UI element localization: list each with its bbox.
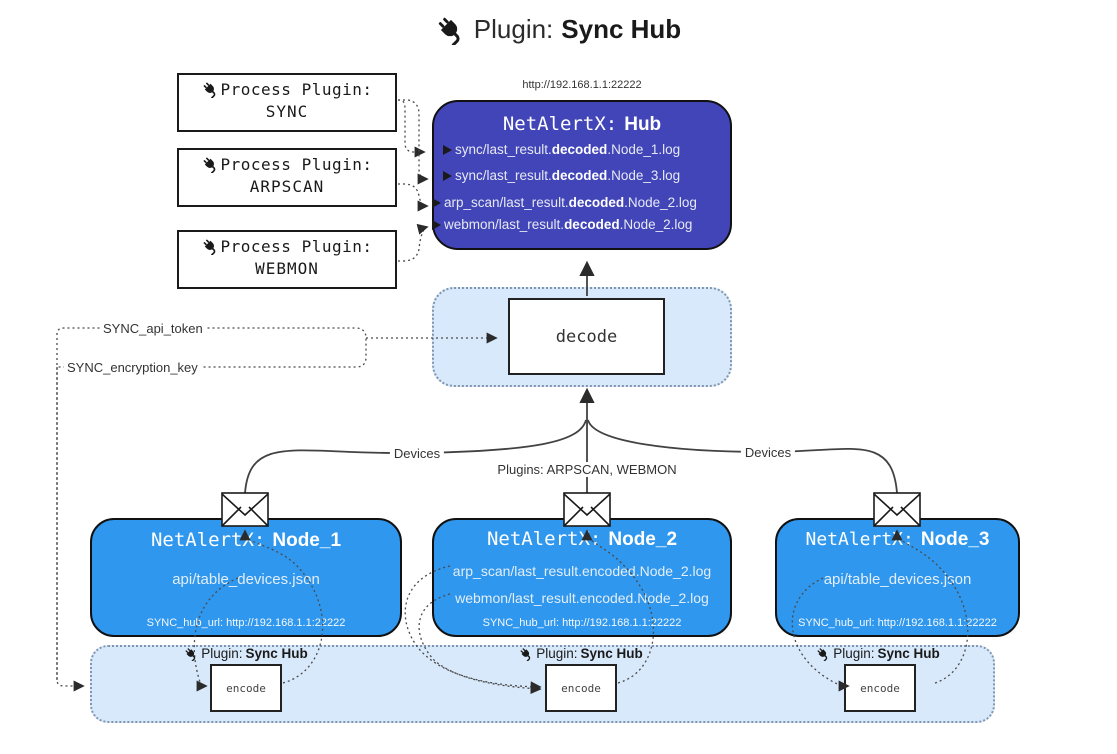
plug-icon xyxy=(816,647,830,661)
process-plugin-label: Process Plugin: xyxy=(220,237,373,256)
link-sync-row2 xyxy=(398,99,429,185)
node-box-1: NetAlertX:Node_1 api/table_devices.json … xyxy=(90,518,402,637)
link-sync-row1 xyxy=(397,99,426,158)
plug-icon xyxy=(202,238,219,255)
arrow-right-icon xyxy=(443,171,452,181)
process-plugin-box-arpscan: Process Plugin: ARPSCAN xyxy=(177,148,397,207)
decode-box: decode xyxy=(508,298,665,375)
node-title: NetAlertX:Node_3 xyxy=(805,529,990,550)
edge-label-plugins: Plugins: ARPSCAN, WEBMON xyxy=(493,462,681,477)
node-box-3: NetAlertX:Node_3 api/table_devices.json … xyxy=(775,518,1020,637)
node-file: webmon/last_result.encoded.Node_2.log xyxy=(455,590,709,606)
node-file: arp_scan/last_result.encoded.Node_2.log xyxy=(452,563,712,579)
hub-box: NetAlertX: Hub sync/last_result.decoded.N… xyxy=(432,100,732,250)
plug-icon xyxy=(436,15,466,45)
config-label-encryption-key: SYNC_encryption_key xyxy=(64,360,201,375)
process-plugin-label: Process Plugin: xyxy=(220,80,373,99)
node-file: api/table_devices.json xyxy=(823,571,972,588)
link-webmon-row4 xyxy=(398,223,429,262)
arrow-right-icon xyxy=(432,220,441,230)
node-hub-url: SYNC_hub_url: http://192.168.1.1:22222 xyxy=(482,617,682,629)
hub-file-row: arp_scan/last_result.decoded.Node_2.log xyxy=(432,193,697,213)
hub-title: NetAlertX: Hub xyxy=(434,113,730,136)
process-plugin-label: Process Plugin: xyxy=(220,155,373,174)
plug-icon xyxy=(184,647,198,661)
process-plugin-box-sync: Process Plugin: SYNC xyxy=(177,73,397,132)
encode-box-3: encode xyxy=(844,664,916,712)
edge-label-devices-left: Devices xyxy=(389,446,445,461)
link-key-to-encode-panel xyxy=(56,367,85,692)
title-name: Sync Hub xyxy=(561,14,682,44)
plug-icon xyxy=(202,156,219,173)
encode-plugin-label: Plugin:Sync Hub xyxy=(184,645,308,662)
node-title: NetAlertX:Node_1 xyxy=(150,529,342,551)
hub-file-row: webmon/last_result.decoded.Node_2.log xyxy=(432,215,692,235)
arrow-right-icon xyxy=(443,145,452,155)
process-plugin-name: ARPSCAN xyxy=(249,177,325,196)
hub-title-name: Hub xyxy=(624,114,662,135)
hub-title-prefix: NetAlertX: xyxy=(502,113,618,135)
process-plugin-box-webmon: Process Plugin: WEBMON xyxy=(177,230,397,289)
hub-file-row: sync/last_result.decoded.Node_3.log xyxy=(443,166,680,186)
encode-plugin-label: Plugin:Sync Hub xyxy=(519,645,643,662)
node-box-2: NetAlertX:Node_2 arp_scan/last_result.en… xyxy=(432,518,732,637)
plug-icon xyxy=(519,647,533,661)
node-title: NetAlertX:Node_2 xyxy=(486,528,678,550)
node-file: api/table_devices.json xyxy=(172,571,320,588)
encode-plugin-label: Plugin:Sync Hub xyxy=(816,645,940,662)
config-label-api-token: SYNC_api_token xyxy=(100,321,206,336)
process-plugin-name: SYNC xyxy=(265,102,309,121)
arrow-right-icon xyxy=(432,198,441,208)
encode-box-2: encode xyxy=(545,664,617,712)
title-prefix: Plugin: xyxy=(473,14,554,44)
edge-label-devices-right: Devices xyxy=(740,445,796,460)
hub-url: http://192.168.1.1:22222 xyxy=(522,79,642,91)
link-arpscan-row3 xyxy=(398,183,429,212)
hub-file-row: sync/last_result.decoded.Node_1.log xyxy=(443,140,680,160)
node-hub-url: SYNC_hub_url: http://192.168.1.1:22222 xyxy=(798,617,997,629)
encode-box-1: encode xyxy=(210,664,282,712)
process-plugin-name: WEBMON xyxy=(255,259,319,278)
plug-icon xyxy=(202,81,219,98)
page-title: Plugin: Sync Hub xyxy=(0,14,1117,45)
node-hub-url: SYNC_hub_url: http://192.168.1.1:22222 xyxy=(146,617,346,629)
